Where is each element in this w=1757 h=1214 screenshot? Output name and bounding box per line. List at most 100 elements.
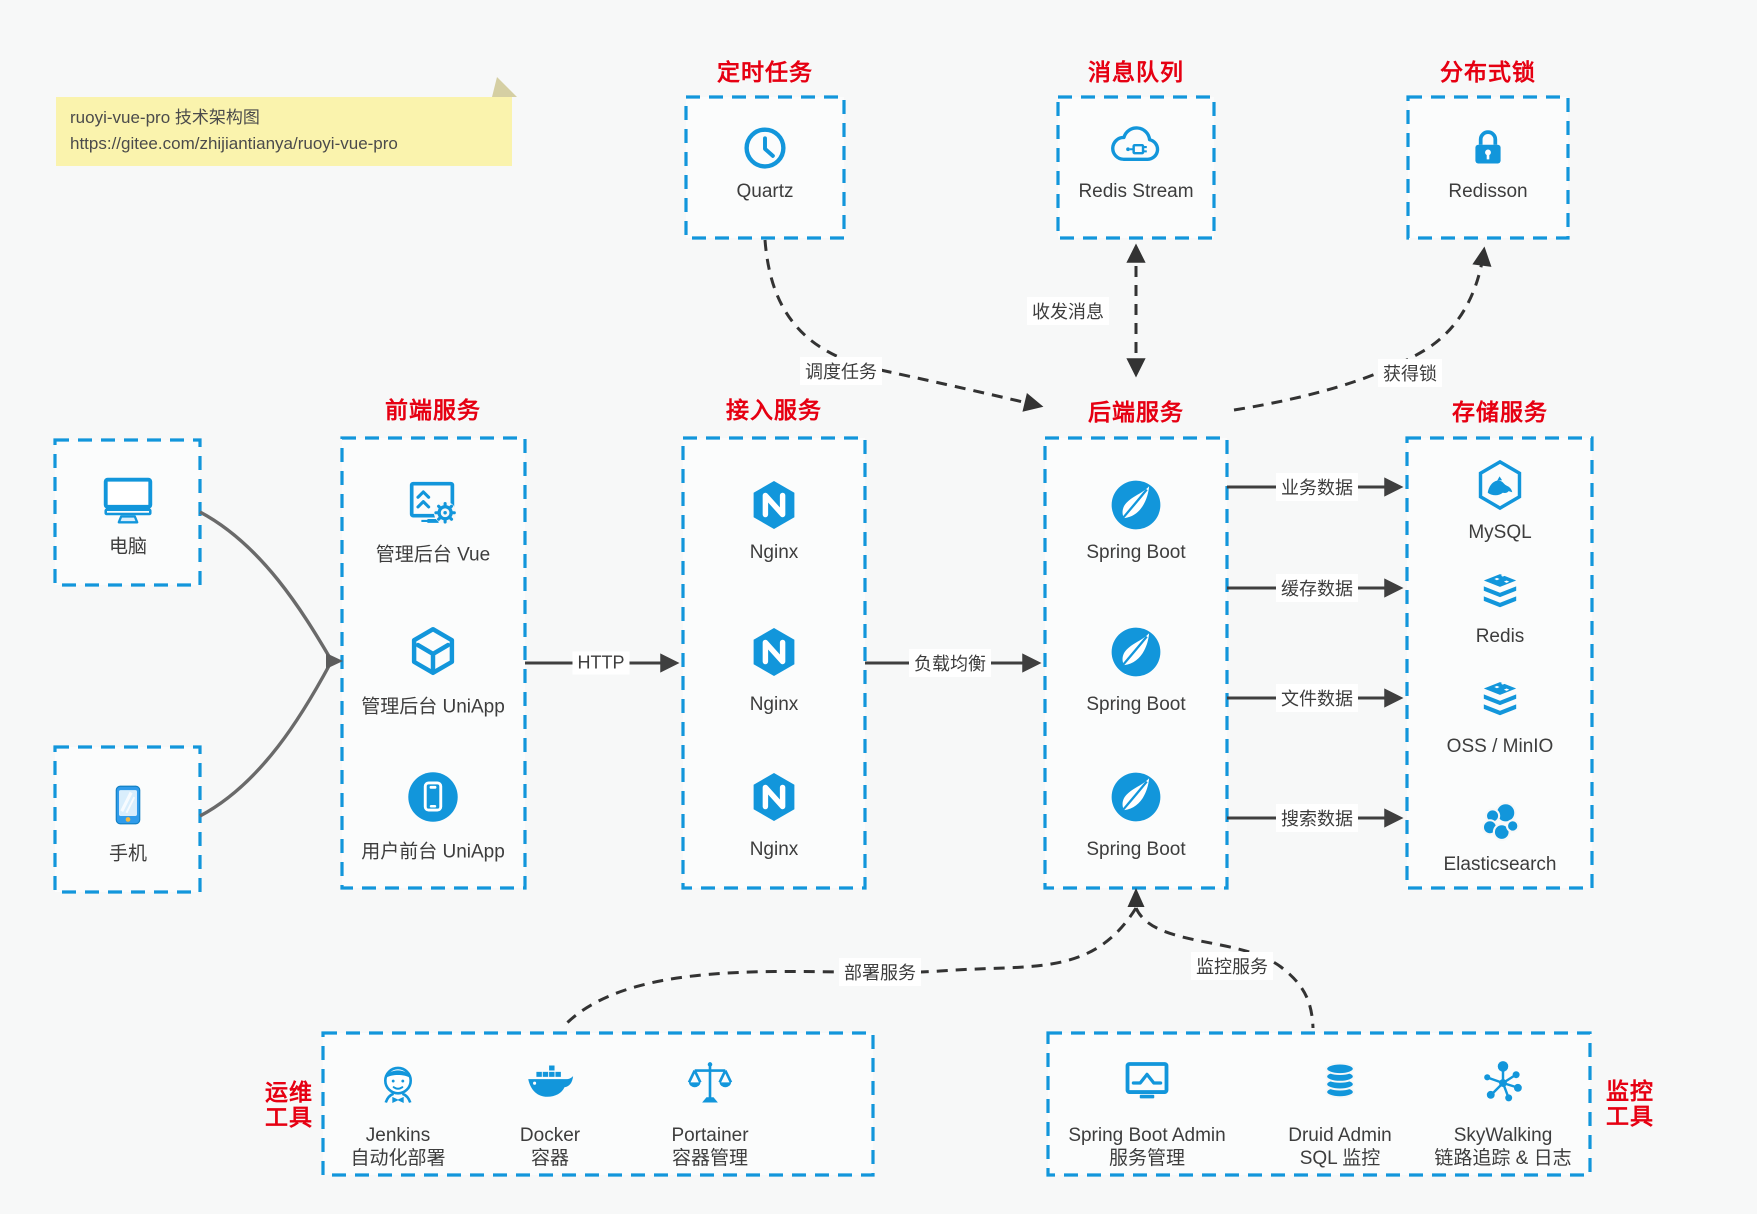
scales-icon [682,1057,738,1113]
ops-title-line2: 工具 [265,1104,313,1130]
portainer-name: Portainer [671,1125,749,1146]
title-scheduled-jobs: 定时任务 [717,59,813,85]
acquire-lock-curve [1233,246,1492,412]
sticky-note: ruoyi-vue-pro 技术架构图 https://gitee.com/zh… [56,97,512,166]
monitoring-title-line2: 工具 [1606,1103,1654,1129]
ops-tools-box [321,1031,875,1177]
node-label-springboot-3: Spring Boot [1086,839,1186,860]
message-queue-box [1056,95,1216,240]
node-label-springboot-1: Spring Boot [1086,542,1186,563]
edge-label-cache-data: 缓存数据 [1276,574,1358,602]
mobile-app-icon [402,766,464,828]
node-label-springboot-2: Spring Boot [1086,694,1186,715]
node-label-quartz: Quartz [736,181,794,202]
mysql-dolphin-icon [1471,456,1529,514]
nginx-icon [745,768,803,826]
note-url: https://gitee.com/zhijiantianya/ruoyi-vu… [70,134,398,153]
spring-leaf-icon [1106,475,1166,535]
docker-whale-icon [521,1056,579,1114]
tools-to-backend-arrowhead [1127,888,1145,907]
title-message-queue: 消息队列 [1088,59,1184,85]
nginx-icon [745,623,803,681]
sba-desc: 服务管理 [1108,1148,1185,1169]
ops-title-line1: 运维 [265,1079,313,1105]
spring-leaf-icon [1106,622,1166,682]
scheduled-jobs-box [684,95,846,240]
desktop-computer-icon [97,469,159,531]
jenkins-desc: 自动化部署 [350,1148,446,1169]
title-distributed-lock: 分布式锁 [1440,59,1536,85]
jenkins-name: Jenkins [365,1125,431,1146]
storage-stack-icon [1472,672,1528,728]
edge-label-business-data: 业务数据 [1276,473,1358,501]
redis-stack-icon [1472,564,1528,620]
clients-arrowhead [326,653,343,669]
edge-label-acquire-lock: 获得锁 [1378,359,1442,387]
database-icon [1314,1057,1366,1109]
node-label-nginx-1: Nginx [749,542,799,563]
node-label-phone: 手机 [108,843,148,865]
skywalking-name: SkyWalking [1453,1125,1553,1146]
node-label-nginx-2: Nginx [749,694,799,715]
edge-label-deploy-service: 部署服务 [839,958,921,986]
edge-label-schedule-task: 调度任务 [800,357,882,385]
phone-to-frontend-curve [199,663,332,818]
note-title: ruoyi-vue-pro 技术架构图 [70,108,260,127]
admin-console-icon [402,474,464,536]
druid-name: Druid Admin [1288,1125,1392,1146]
network-nodes-icon [1475,1055,1531,1111]
edge-label-monitor-service: 监控服务 [1191,952,1273,980]
node-label-mysql: MySQL [1468,522,1532,543]
node-label-pc: 电脑 [108,536,148,558]
note-fold-corner [492,77,517,97]
druid-desc: SQL 监控 [1299,1148,1381,1169]
monitoring-tools-box [1046,1031,1592,1177]
portainer-desc: 容器管理 [671,1148,749,1169]
title-frontend: 前端服务 [385,397,481,423]
spring-leaf-icon [1106,767,1166,827]
node-label-redisson: Redisson [1448,181,1528,202]
title-backend: 后端服务 [1088,399,1184,425]
cloud-circuit-icon [1106,118,1166,178]
title-storage: 存储服务 [1452,399,1548,425]
jenkins-butler-icon [370,1057,426,1113]
node-label-elasticsearch: Elasticsearch [1443,854,1557,875]
skywalking-desc: 链路追踪 & 日志 [1434,1148,1572,1169]
sba-name: Spring Boot Admin [1068,1125,1226,1146]
edge-label-messaging: 收发消息 [1027,297,1109,325]
node-label-user-uniapp: 用户前台 UniApp [361,841,505,863]
schedule-task-curve [763,239,1044,412]
cube-icon [402,621,464,683]
node-label-oss-minio: OSS / MinIO [1446,736,1554,757]
clock-icon [737,120,793,176]
title-ops-tools: 运维工具 [265,1080,313,1130]
monitoring-title-line1: 监控 [1606,1078,1654,1104]
title-gateway: 接入服务 [726,397,822,423]
edge-label-http: HTTP [572,651,630,675]
distributed-lock-box [1406,95,1570,240]
elasticsearch-icon [1472,794,1528,850]
client-curves [199,510,332,818]
docker-name: Docker [519,1125,581,1146]
node-label-admin-vue: 管理后台 Vue [375,544,491,566]
node-label-redis-stream: Redis Stream [1078,181,1194,202]
edge-label-search-data: 搜索数据 [1276,804,1358,832]
docker-desc: 容器 [530,1148,569,1169]
mobile-phone-icon [103,780,153,830]
pc-to-frontend-curve [199,510,332,659]
edge-label-load-balance: 负载均衡 [909,649,991,677]
padlock-icon [1462,122,1514,174]
node-label-nginx-3: Nginx [749,839,799,860]
title-monitoring-tools: 监控工具 [1606,1079,1654,1129]
monitor-chart-icon [1118,1054,1176,1112]
node-label-admin-uniapp: 管理后台 UniApp [361,696,505,718]
node-label-redis: Redis [1475,626,1525,647]
nginx-icon [745,476,803,534]
